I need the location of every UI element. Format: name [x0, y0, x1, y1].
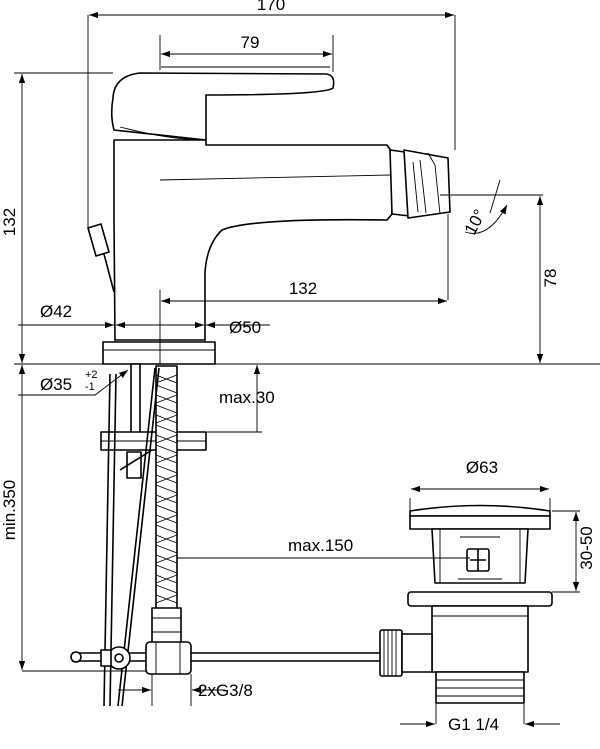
label-body-diameter: Ø50: [229, 318, 261, 337]
popup-rod-top: [103, 253, 115, 293]
braided-hose: [151, 365, 182, 645]
label-angle: 10°: [461, 206, 490, 238]
tap-body: [87, 66, 451, 365]
body: [113, 139, 393, 341]
label-max-hose: max.150: [288, 536, 353, 555]
label-hole-tol-minus: -1: [85, 381, 95, 393]
linkage-rod: [70, 641, 380, 675]
label-height: 132: [0, 208, 19, 236]
body-highlight: [159, 174, 393, 181]
label-waste-diameter: Ø63: [466, 458, 498, 477]
label-max-deck: max.30: [219, 388, 275, 407]
label-hole-diameter: Ø35: [40, 375, 72, 394]
popup-knob: [87, 223, 110, 257]
label-min-below: min.350: [0, 480, 19, 540]
label-lever-width: 79: [241, 33, 260, 52]
label-waste-thread: G1 1/4: [448, 715, 499, 734]
aerator-nozzle: [389, 149, 451, 219]
dimension-lines: [14, 11, 600, 728]
label-overall-width: 170: [257, 0, 285, 14]
base-plate: [102, 341, 216, 365]
label-spout-height: 78: [541, 269, 560, 288]
label-base-diameter: Ø42: [40, 302, 72, 321]
label-hole-tol-plus: +2: [85, 369, 98, 381]
dimension-labels: 170 79 132 132 78 Ø42 Ø50 Ø35 +2 -1 max.…: [0, 0, 596, 734]
label-connection: 2xG3/8: [198, 681, 253, 700]
label-spout-reach: 132: [289, 279, 317, 298]
waste-drain: [379, 504, 553, 704]
lever-handle: [110, 72, 335, 141]
label-waste-height: 30-50: [577, 526, 596, 569]
